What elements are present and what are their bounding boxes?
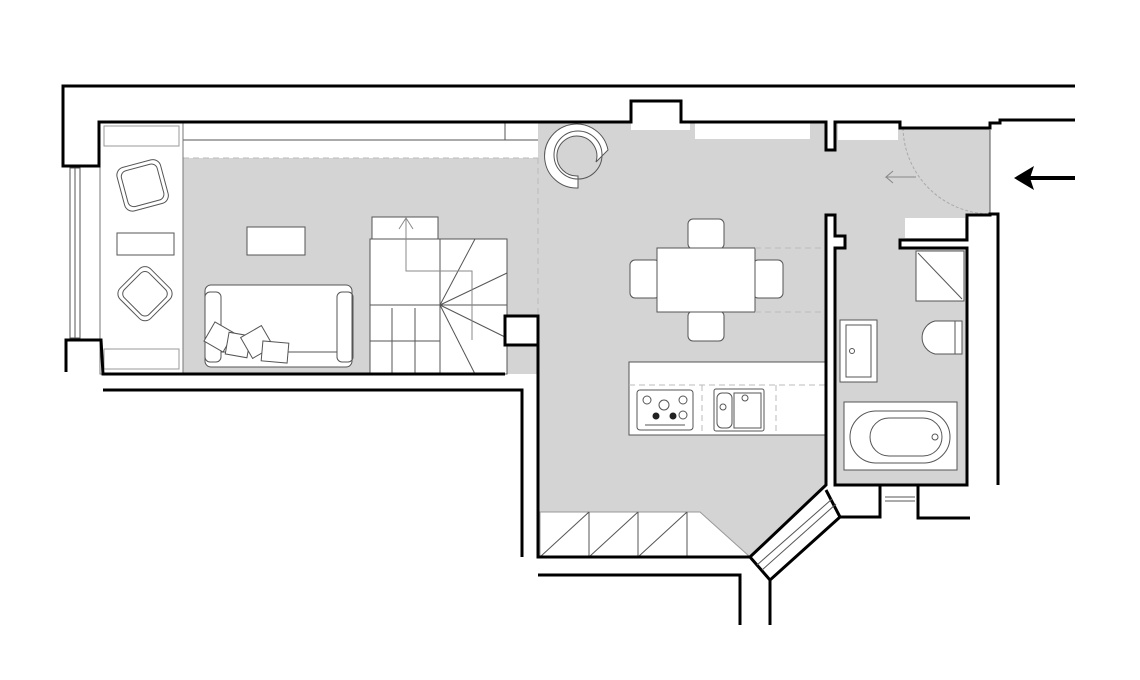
staircase [369, 216, 508, 375]
rug-top [103, 125, 180, 147]
kitchen-sink [713, 388, 765, 432]
window-left [69, 167, 81, 339]
entry-bench [905, 218, 965, 238]
sofa [203, 284, 354, 368]
stair-direction-arrow-icon [405, 218, 473, 340]
bathtub [843, 401, 958, 471]
toilet [921, 320, 963, 355]
balcony-armchair-2 [117, 266, 173, 322]
coffee-table [246, 226, 306, 256]
armchair [544, 123, 609, 189]
window-kitchen [756, 498, 837, 571]
window-bathroom [885, 496, 915, 502]
dining-table [656, 247, 756, 313]
rug-bottom [103, 348, 180, 370]
kitchen-dining-floor [538, 122, 990, 557]
column [503, 314, 540, 347]
entry-shelf [838, 122, 898, 140]
balcony-armchair-1 [116, 159, 169, 212]
washbasin [839, 319, 878, 383]
gas-hob [636, 389, 694, 431]
entrance-arrow-icon [1014, 166, 1075, 190]
kitchen-island [628, 361, 827, 436]
entrance-door [884, 127, 991, 238]
walls [61, 84, 1075, 625]
shower-tray [915, 250, 965, 302]
dining-set [629, 218, 826, 342]
balcony-side-table [116, 232, 175, 256]
kitchen-wall-cabinet [695, 122, 810, 139]
